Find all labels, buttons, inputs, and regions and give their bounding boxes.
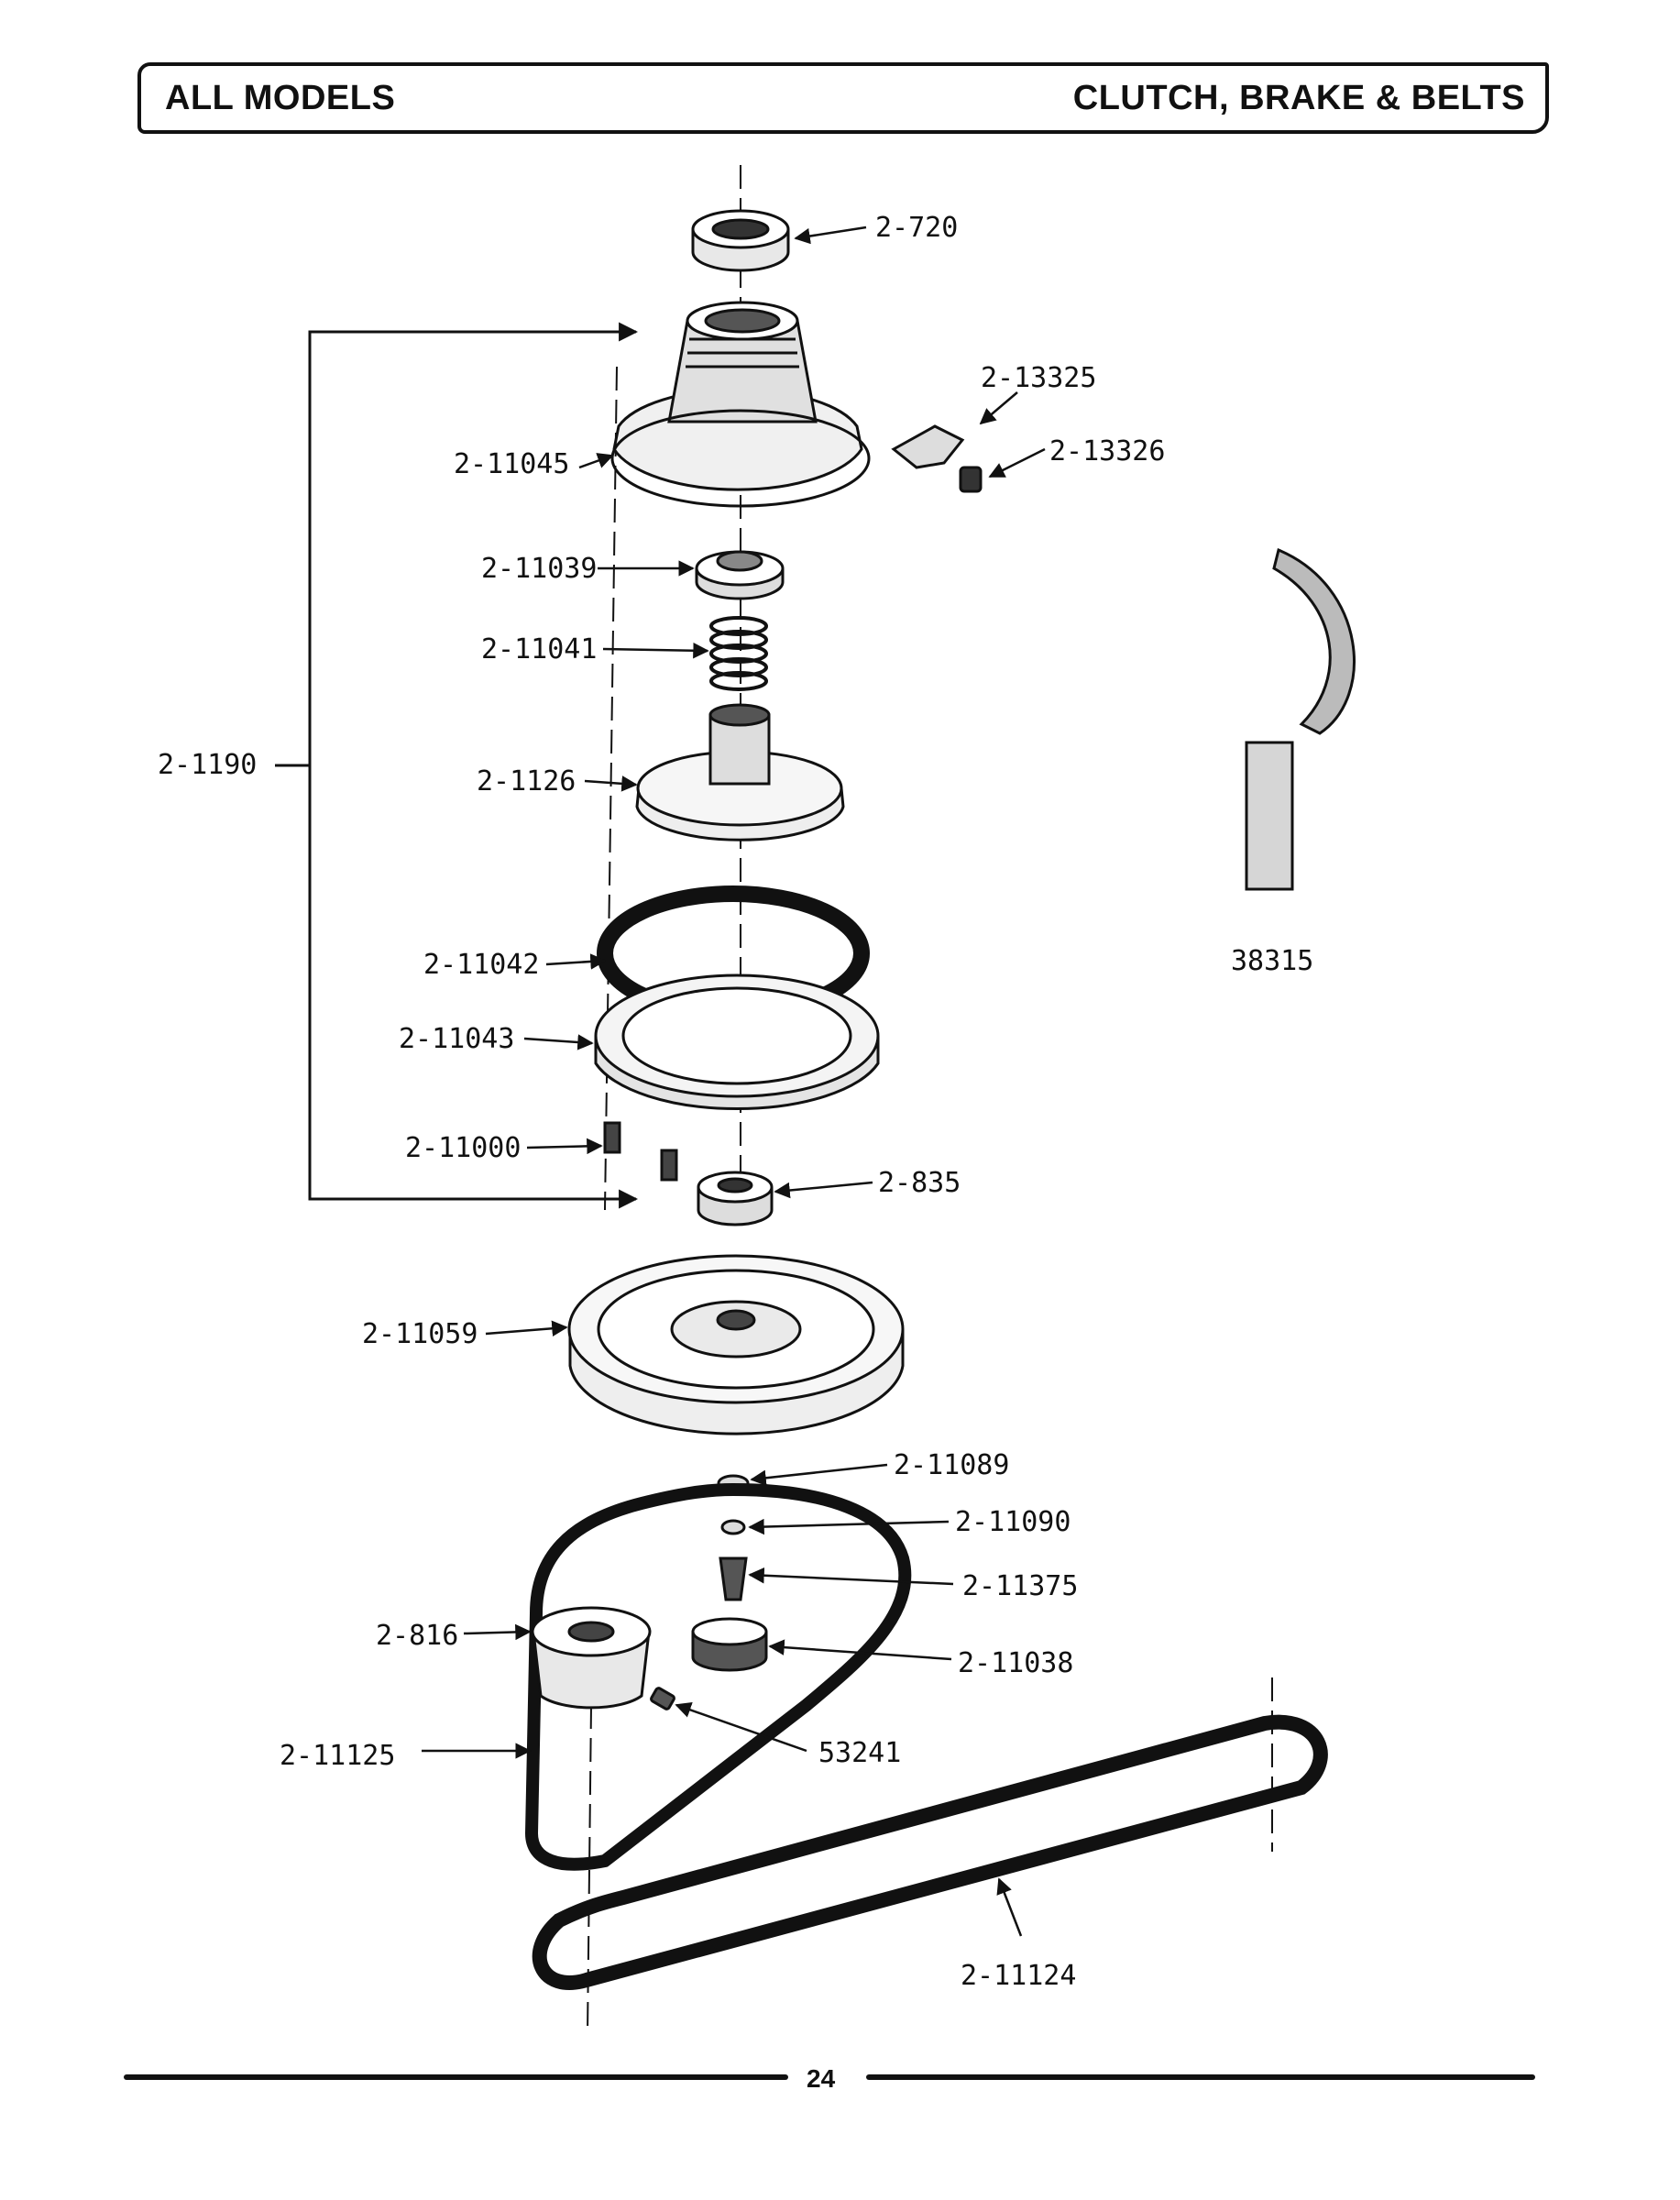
label-2-11375: 2-11375 [962, 1570, 1078, 1602]
header-right-title: CLUTCH, BRAKE & BELTS [1072, 79, 1525, 117]
part-bushing-2-11038 [691, 1617, 768, 1672]
label-2-11090: 2-11090 [955, 1506, 1071, 1538]
label-2-11089: 2-11089 [894, 1449, 1009, 1481]
part-screws-2-11000 [603, 1121, 678, 1182]
part-hub-2-1126 [635, 703, 845, 842]
part-spring-2-11041 [709, 616, 768, 691]
label-2-11000: 2-11000 [405, 1132, 521, 1164]
label-2-11045: 2-11045 [454, 448, 569, 480]
part-labels: 2-720 2-13325 2-13326 2-11045 2-11039 2-… [158, 212, 1313, 1992]
part-wrench-38315 [1245, 547, 1356, 891]
label-2-13325: 2-13325 [981, 362, 1096, 394]
label-2-13326: 2-13326 [1049, 435, 1165, 468]
label-2-11038: 2-11038 [958, 1647, 1073, 1679]
label-2-11125: 2-11125 [280, 1740, 395, 1772]
part-washer-2-11090 [720, 1519, 746, 1535]
part-screw-2-11375 [719, 1556, 748, 1601]
footer-rule-left [124, 2074, 788, 2080]
label-38315: 38315 [1231, 945, 1313, 977]
label-2-11059: 2-11059 [362, 1318, 478, 1350]
footer-rule-right [866, 2074, 1535, 2080]
label-2-11039: 2-11039 [481, 553, 597, 585]
part-screw-2-13326 [959, 466, 983, 493]
bracket-2-1190 [275, 322, 639, 1209]
label-2-720: 2-720 [875, 212, 958, 244]
part-setscrew-53241 [650, 1687, 675, 1710]
part-belt-2-11124 [532, 1714, 1328, 1990]
part-ring-2-11043 [594, 974, 880, 1111]
header-left-title: ALL MODELS [165, 79, 396, 117]
leader-lines [422, 226, 1046, 1937]
part-pulley-2-11059 [567, 1254, 905, 1436]
label-2-1126: 2-1126 [477, 765, 576, 798]
label-2-11043: 2-11043 [399, 1023, 514, 1055]
label-2-11041: 2-11041 [481, 633, 597, 666]
label-2-816: 2-816 [376, 1620, 458, 1652]
part-clip-2-13325 [891, 424, 965, 469]
label-2-835: 2-835 [878, 1167, 961, 1199]
page-header: ALL MODELS CLUTCH, BRAKE & BELTS [137, 62, 1549, 134]
page-number: 24 [807, 2064, 836, 2093]
label-2-11042: 2-11042 [423, 949, 539, 981]
part-bearing-2-835 [697, 1171, 774, 1226]
part-seal-2-11039 [695, 550, 785, 600]
label-2-1190: 2-1190 [158, 749, 257, 781]
part-bearing-2-720 [691, 209, 790, 272]
part-motor-pulley-2-816 [531, 1606, 652, 1710]
label-53241: 53241 [818, 1737, 901, 1769]
part-belt-2-11125 [524, 1482, 912, 1871]
label-2-11124: 2-11124 [961, 1960, 1076, 1992]
part-housing-2-11045 [610, 301, 871, 508]
